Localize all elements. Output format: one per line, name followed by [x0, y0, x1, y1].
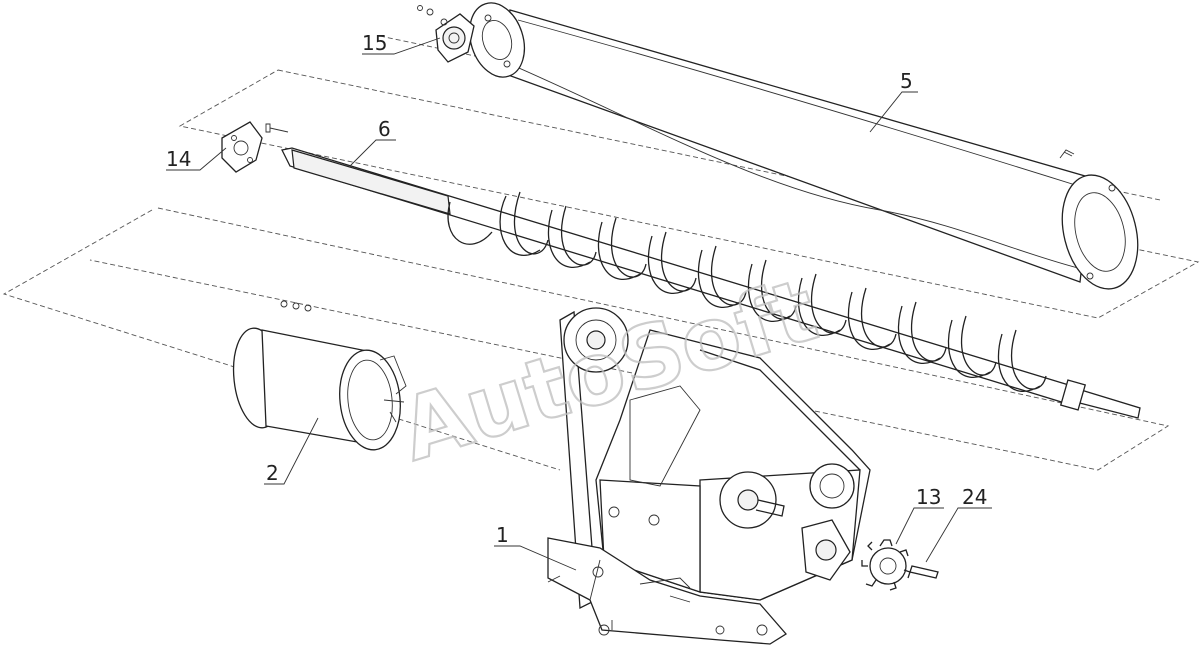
callout-1: 1	[496, 523, 509, 547]
part-2-cylinder-housing	[232, 300, 407, 451]
callout-6: 6	[378, 117, 391, 141]
part-5-auger-tube	[468, 2, 1139, 290]
callout-leader-lines	[166, 37, 992, 571]
callout-14: 14	[166, 147, 191, 171]
callout-24: 24	[962, 485, 987, 509]
callout-5: 5	[900, 69, 913, 93]
part-1-drive-assembly	[547, 307, 871, 645]
callout-15: 15	[362, 31, 387, 55]
callout-labels: 15 5 6 14 2 1 13 24	[166, 31, 987, 547]
part-14-shaft-flange	[221, 121, 289, 173]
callout-2: 2	[266, 461, 279, 485]
part-13-sprocket	[861, 539, 911, 591]
callout-13: 13	[916, 485, 941, 509]
auger-flights	[447, 191, 1047, 392]
part-24-pin	[909, 565, 939, 579]
part-6-auger-screw	[281, 147, 1141, 419]
part-15-bearing-flange	[417, 5, 475, 63]
